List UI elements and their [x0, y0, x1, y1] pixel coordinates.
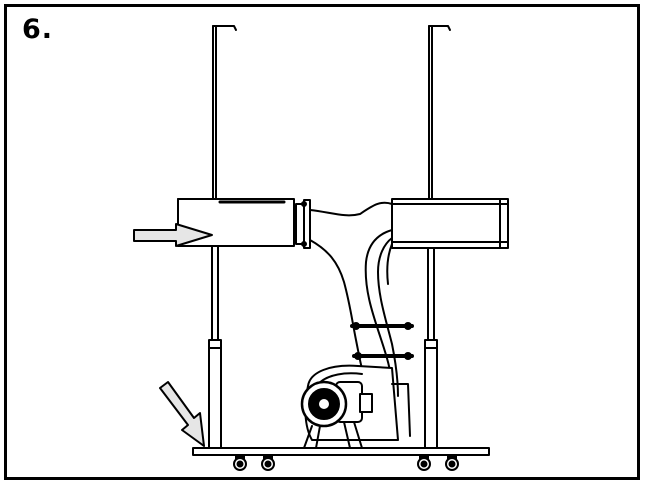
- motor: [300, 380, 373, 449]
- inlet-hose: [309, 201, 414, 397]
- right-filter-tube: [391, 198, 509, 249]
- left-filter-tube: [177, 198, 311, 249]
- step-number: 6.: [22, 14, 54, 45]
- arrow-diagonal-icon: [159, 381, 205, 447]
- casters: [233, 454, 459, 471]
- arrow-left-icon: [133, 223, 213, 247]
- base-plate: [192, 447, 490, 456]
